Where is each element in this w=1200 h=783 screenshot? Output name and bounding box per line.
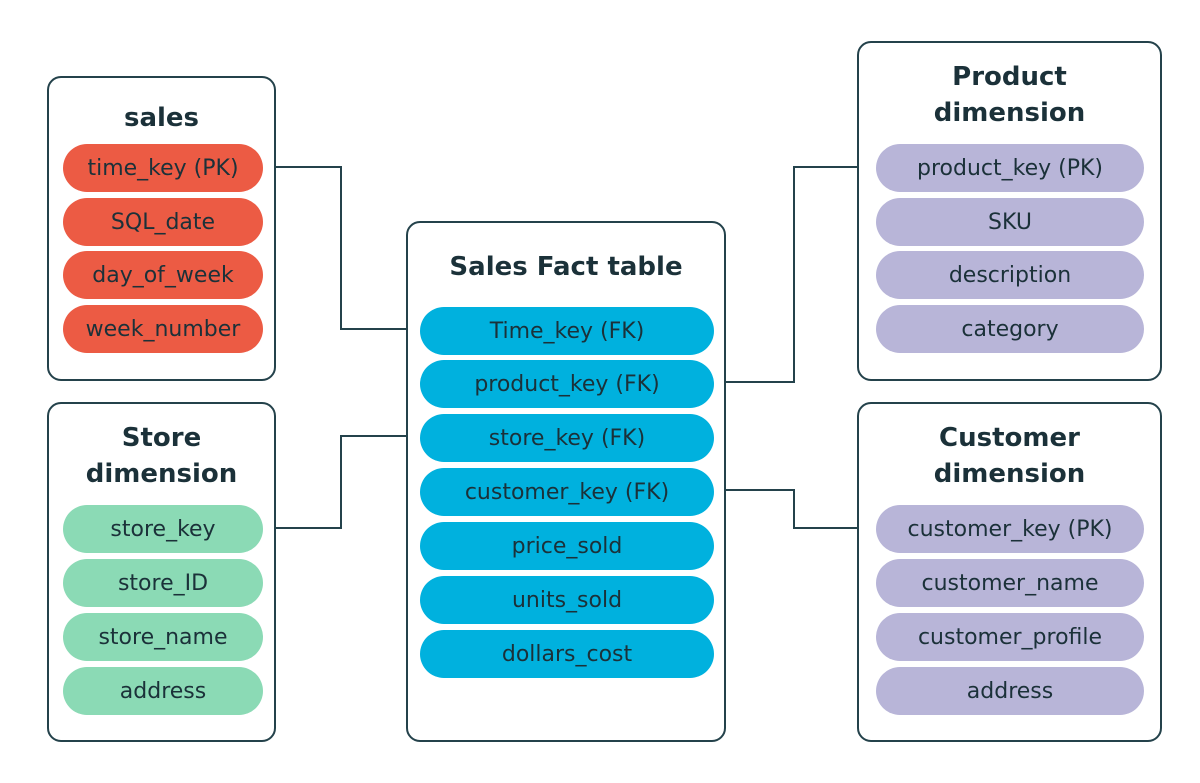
product-field: category (876, 305, 1144, 353)
sales-fact-table: Sales Fact table Time_key (FK) product_k… (406, 221, 726, 742)
sales-table-title: sales (123, 103, 200, 133)
sales-field: SQL_date (63, 198, 263, 246)
sales-field: time_key (PK) (63, 144, 263, 192)
product-field: SKU (876, 198, 1144, 246)
store-field: address (63, 667, 263, 715)
product-field: description (876, 251, 1144, 299)
sales-table: sales time_key (PK) SQL_date day_of_week… (47, 76, 276, 381)
store-field: store_name (63, 613, 263, 661)
product-dimension-title: Product dimension (933, 62, 1086, 128)
fact-field: product_key (FK) (420, 360, 714, 408)
connector-time-key (264, 161, 420, 330)
customer-field: customer_name (876, 559, 1144, 607)
fact-field: customer_key (FK) (420, 468, 714, 516)
store-dimension-table: Store dimension store_key store_ID store… (47, 402, 276, 742)
fact-field: dollars_cost (420, 630, 714, 678)
sales-fact-title: Sales Fact table (449, 252, 683, 282)
customer-dimension-table: Customer dimension customer_key (PK) cus… (857, 402, 1162, 742)
product-field: product_key (PK) (876, 144, 1144, 192)
fact-field: price_sold (420, 522, 714, 570)
customer-field: address (876, 667, 1144, 715)
store-field: store_key (63, 505, 263, 553)
sales-field: week_number (63, 305, 263, 353)
customer-field: customer_key (PK) (876, 505, 1144, 553)
fact-field: Time_key (FK) (420, 307, 714, 355)
sales-field: day_of_week (63, 251, 263, 299)
fact-field: units_sold (420, 576, 714, 624)
connector-product-key (712, 161, 874, 383)
product-dimension-table: Product dimension product_key (PK) SKU d… (857, 41, 1162, 381)
customer-dimension-title: Customer dimension (933, 423, 1086, 489)
store-field: store_ID (63, 559, 263, 607)
fact-field: store_key (FK) (420, 414, 714, 462)
customer-field: customer_profile (876, 613, 1144, 661)
store-dimension-title: Store dimension (85, 423, 238, 489)
connector-customer-key (712, 489, 874, 534)
connector-store-key (264, 435, 420, 534)
